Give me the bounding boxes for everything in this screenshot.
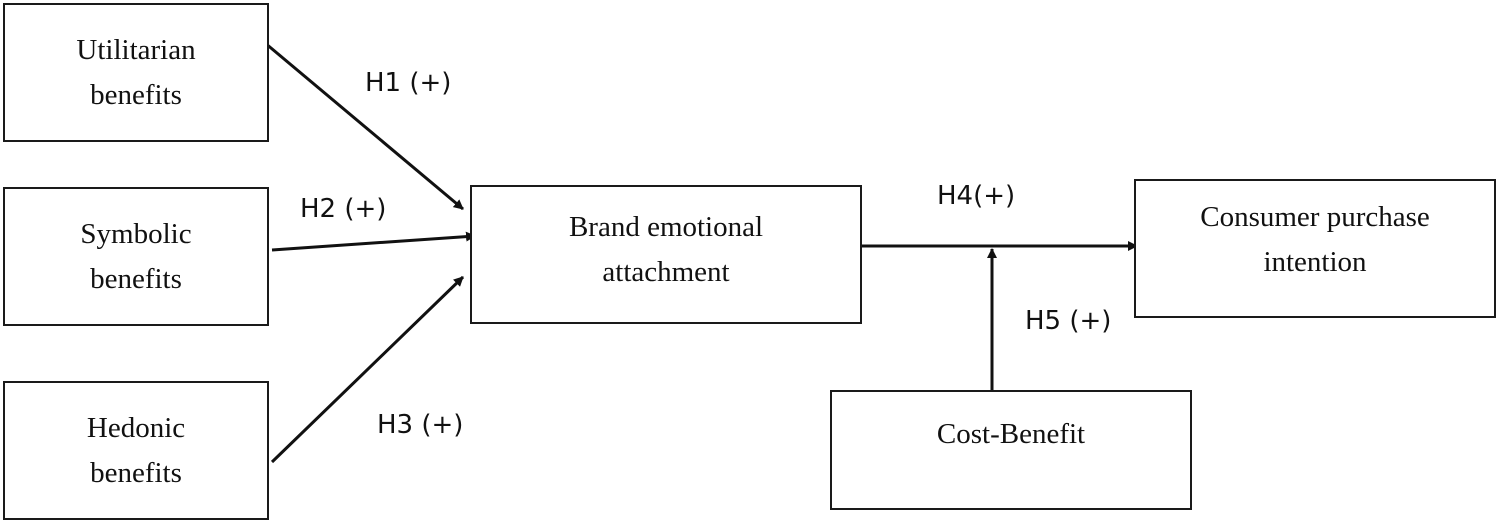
hypothesis-h4-label: H4(+) xyxy=(937,181,1016,211)
consumer-purchase-intention-box: Consumer purchase intention xyxy=(1134,179,1496,318)
cost-label: Cost-Benefit xyxy=(936,418,1086,450)
hypothesis-h1-label: H1 (+) xyxy=(365,68,452,98)
hedonic-benefits-box: Hedonic benefits xyxy=(3,381,269,520)
hypothesis-h5-label: H5 (+) xyxy=(1025,306,1112,336)
consumer-label-line2: intention xyxy=(1263,245,1367,278)
brand-emotional-attachment-box: Brand emotional attachment xyxy=(470,185,862,324)
utilitarian-label-line2: benefits xyxy=(90,78,182,111)
arrow-h2 xyxy=(271,231,476,252)
symbolic-benefits-box: Symbolic benefits xyxy=(3,187,269,326)
hedonic-label-line2: benefits xyxy=(90,456,182,489)
cost-benefit-box: Cost-Benefit xyxy=(830,390,1192,510)
hedonic-label-line1: Hedonic xyxy=(86,411,186,444)
arrow-h3 xyxy=(270,275,465,464)
hypothesis-h3-label: H3 (+) xyxy=(377,410,464,440)
brand-label-line1: Brand emotional xyxy=(568,211,764,243)
arrow-h1 xyxy=(264,41,464,211)
symbolic-label-line2: benefits xyxy=(90,262,182,295)
consumer-label-line1: Consumer purchase xyxy=(1200,201,1430,233)
symbolic-label-line1: Symbolic xyxy=(80,217,192,250)
brand-label-line2: attachment xyxy=(602,255,730,288)
hypothesis-h2-label: H2 (+) xyxy=(300,194,387,224)
utilitarian-label-line1: Utilitarian xyxy=(76,33,196,66)
utilitarian-benefits-box: Utilitarian benefits xyxy=(3,3,269,142)
